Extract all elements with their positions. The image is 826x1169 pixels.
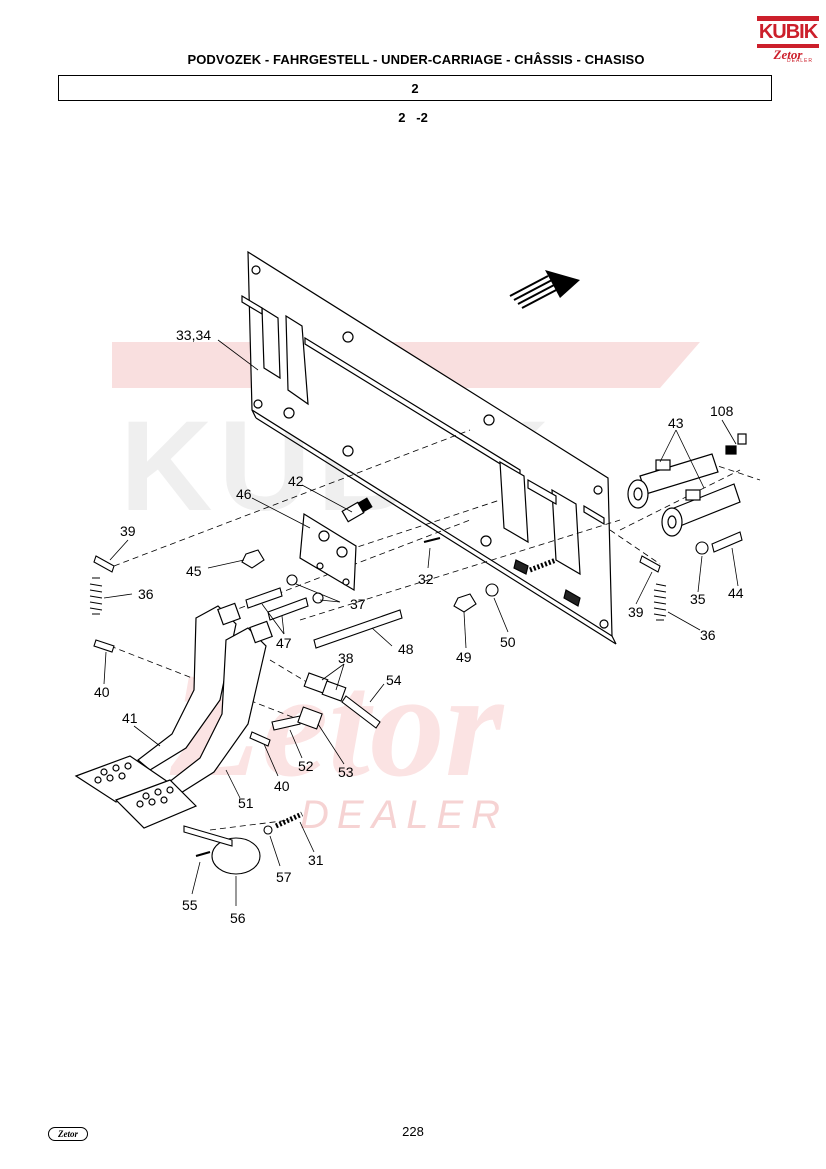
label-49: 49 [456,649,472,665]
watermark-tag: DEALER [300,793,508,837]
small-hardware [89,531,743,875]
switch-bracket [299,497,373,592]
label-54: 54 [386,672,402,688]
label-45: 45 [186,563,202,579]
label-51: 51 [238,795,254,811]
label-41: 41 [122,710,138,726]
label-43: 43 [668,415,684,431]
mounting-plate [241,250,617,645]
label-39-right: 39 [628,604,644,620]
master-cylinders [627,433,747,537]
page-title: PODVOZEK - FAHRGESTELL - UNDER-CARRIAGE … [187,52,645,67]
kubik-zetor-logo: KUBIK Zetor DEALER [757,16,819,64]
sub-section-number: 2 -2 [398,110,428,125]
label-44: 44 [728,585,744,601]
label-53: 53 [338,764,354,780]
logo-sub: Zetor [773,47,803,62]
part-labels: 33,34 42 46 43 108 39 45 36 32 37 47 49 … [94,327,744,926]
brake-pedals [74,602,273,829]
page-number: 228 [402,1124,424,1139]
label-108: 108 [710,403,734,419]
label-57: 57 [276,869,292,885]
logo-brand: KUBIK [758,21,818,43]
logo-bar-mid [757,44,819,48]
label-46: 46 [236,486,252,502]
label-35: 35 [690,591,706,607]
label-42: 42 [288,473,304,489]
label-40-bottom: 40 [274,778,290,794]
label-39-left: 39 [120,523,136,539]
section-box: 2 [58,75,772,101]
label-52: 52 [298,758,314,774]
label-50: 50 [500,634,516,650]
leader-lines [103,339,739,906]
label-31: 31 [308,852,324,868]
label-32: 32 [418,571,434,587]
label-37: 37 [350,596,366,612]
section-number: 2 [411,81,419,96]
label-56: 56 [230,910,246,926]
direction-arrow-icon [509,270,580,309]
label-40-top: 40 [94,684,110,700]
label-48: 48 [398,641,414,657]
logo-bar-top [757,16,819,21]
logo-tag: DEALER [787,58,814,64]
label-33-34: 33,34 [176,327,211,343]
label-55: 55 [182,897,198,913]
footer-zetor-logo: Zetor [48,1127,88,1141]
label-36-right: 36 [700,627,716,643]
label-38: 38 [338,650,354,666]
label-36-left: 36 [138,586,154,602]
label-47: 47 [276,635,292,651]
